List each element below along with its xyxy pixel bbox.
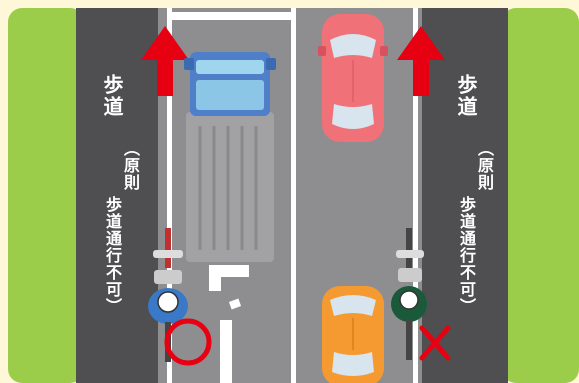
red-car: [318, 14, 388, 142]
right-sidewalk-note-line1: （原則: [475, 140, 494, 191]
lane-line-right: [413, 8, 418, 383]
grass-left: [8, 8, 84, 383]
grass-right: [502, 8, 579, 383]
arrow-up-icon: [141, 26, 189, 96]
left-sidewalk-title: 歩道: [100, 74, 124, 118]
road-marking-symbol: [209, 265, 249, 383]
cross-ng-icon: [419, 325, 451, 361]
stop-line: [167, 12, 296, 20]
left-sidewalk-note-line2: 歩道通行不可）: [103, 196, 122, 315]
right-sidewalk-note-line2: 歩道通行不可）: [457, 196, 476, 315]
truck: [184, 52, 276, 262]
lane-line-left-outer: [167, 8, 172, 383]
lane-line-center: [291, 8, 296, 383]
cyclist-on-road: [148, 228, 188, 362]
sidewalk-left: [76, 8, 158, 383]
circle-ok-icon: [164, 318, 212, 366]
arrow-up-icon: [397, 26, 445, 96]
right-sidewalk-title: 歩道: [454, 74, 478, 118]
cyclist-on-sidewalk: [391, 228, 427, 360]
left-sidewalk-note-line1: （原則: [121, 140, 140, 191]
orange-car: [322, 286, 384, 383]
sidewalk-right: [422, 8, 508, 383]
